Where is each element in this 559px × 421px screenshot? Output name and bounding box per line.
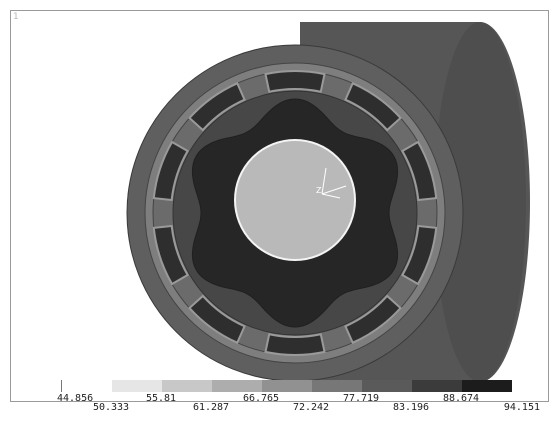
slot <box>401 140 438 202</box>
legend-label-lower: 72.242 <box>292 402 330 413</box>
legend-label-lower: 94.151 <box>503 402 540 413</box>
legend-label-lower: 83.196 <box>392 402 430 413</box>
triad-axis-z <box>321 193 341 199</box>
legend-label-upper: 88.674 <box>442 393 480 404</box>
legend-swatch <box>412 380 462 392</box>
slot <box>401 224 438 286</box>
slot <box>152 224 189 286</box>
slot <box>344 294 402 345</box>
triad-axis-y <box>321 167 327 195</box>
slot <box>152 140 189 202</box>
slot <box>344 81 402 132</box>
legend-label-upper: 44.856 <box>57 393 94 404</box>
legend-swatch <box>312 380 362 392</box>
legend-label-upper: 55.81 <box>145 393 177 404</box>
window-number-label: 1 <box>13 12 19 22</box>
triad-label: Z <box>316 186 322 195</box>
legend-swatch <box>112 380 162 392</box>
slot <box>264 333 326 356</box>
legend-swatch <box>462 380 512 392</box>
legend-swatch <box>362 380 412 392</box>
triad-axis-x <box>321 185 347 195</box>
hub <box>234 139 356 261</box>
legend-label-lower: 50.333 <box>92 402 130 413</box>
legend-label-upper: 77.719 <box>342 393 380 404</box>
legend-swatch <box>262 380 312 392</box>
contour-legend <box>61 380 512 392</box>
legend-label-upper: 66.765 <box>242 393 280 404</box>
legend-swatch <box>162 380 212 392</box>
legend-swatch <box>62 380 112 392</box>
legend-swatch <box>212 380 262 392</box>
slot <box>188 81 246 132</box>
legend-label-lower: 61.287 <box>192 402 230 413</box>
slot-group <box>152 70 438 356</box>
cylinder-back-face <box>434 22 526 382</box>
slot <box>188 294 246 345</box>
slot <box>264 70 326 93</box>
